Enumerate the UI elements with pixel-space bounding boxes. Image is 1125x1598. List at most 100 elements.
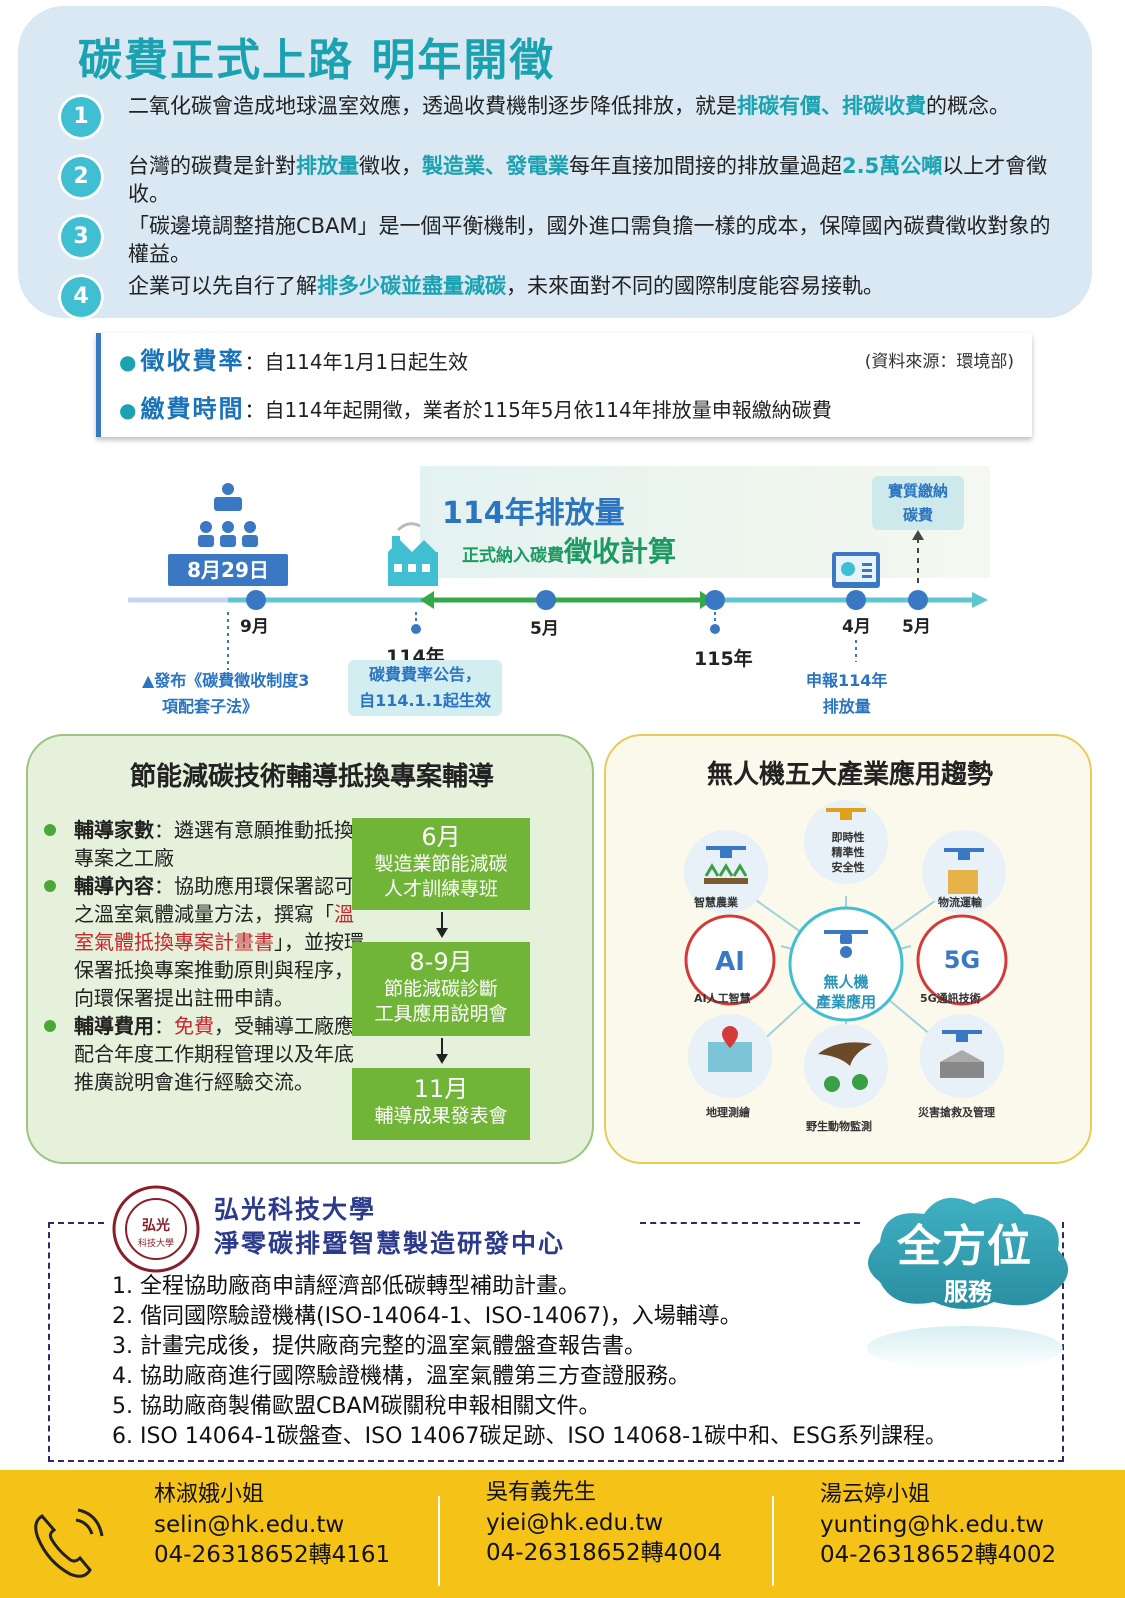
contact-3-phone[interactable]: 04-26318652轉4002 [820,1542,1057,1568]
body-text: ： [154,1014,174,1038]
contact-divider [772,1496,774,1586]
collection-rate-row: ●徵收費率：自114年1月1日起生效 [119,347,469,375]
step-box-2: 8-9月 節能減碳診斷 工具應用說明會 [352,942,530,1036]
ai-circle [684,914,776,1006]
bullet-icon: ● [119,350,137,374]
note-regulation-line1: ▲發布《碳費徵收制度3 [142,671,310,690]
contact-1-email[interactable]: selin@hk.edu.tw [154,1512,345,1538]
date-box: 8月29日 [168,554,288,586]
guidance-item-key: 輔導費用 [74,1014,154,1038]
services-list: 1. 全程協助廠商申請經濟部低碳轉型補助計畫。 2. 偕同國際驗證機構(ISO-1… [112,1272,947,1452]
body-text: 以上才會徵收。 [128,154,1048,206]
timeline-marker-114 [411,624,421,634]
body-text: ：協助應用環保署認可之溫室氣體減量方法，撰寫「 [74,874,354,926]
drone-title: 無人機五大產業應用趨勢 [706,760,993,790]
research-center-name: 淨零碳排暨智慧製造研發中心 [214,1229,566,1258]
fiveg-circle [916,914,1008,1006]
guidance-item-key: 輔導家數 [74,818,154,842]
report-monitor-icon [832,552,880,588]
page-title: 碳費正式上路 明年開徵 [78,35,556,86]
service-item: 2. 偕同國際驗證機構(ISO-14064-1、ISO-14067)，入場輔導。 [112,1304,742,1329]
label-may2: 5月 [902,617,931,637]
hub-label-line1: 無人機 [823,973,869,991]
seal-text: 弘光 [142,1217,170,1234]
contact-footer [0,1470,1125,1598]
label-5g: 5G通訊技術 [920,992,981,1005]
contact-3-name: 湯云婷小姐 [820,1482,931,1507]
step-1-month: 6月 [421,823,461,851]
bullet-dot-icon [44,824,56,836]
timeline-node-115 [705,590,725,610]
timeline-band-title: 114年排放量 [442,496,625,531]
attributes-circle [804,800,888,884]
contact-1-name: 林淑娥小姐 [154,1482,265,1507]
body-text: ：遴選有意願推動抵換專案之工廠 [74,818,354,870]
body-text: 」，並按環保署抵換專案推動原則與程序，向環保署提出註冊申請。 [74,930,364,1010]
timeline-arrowhead [972,592,988,608]
guidance-item: 輔導內容：協助應用環保署認可之溫室氣體減量方法，撰寫「溫室氣體抵換專案計畫書」，… [44,872,364,1012]
note-regulation: ▲發布《碳費徵收制度3 項配套子法》 [142,668,309,720]
service-badge-title: 全方位 [897,1221,1032,1272]
contact-2-phone[interactable]: 04-26318652轉4004 [486,1540,723,1566]
contact-2-email[interactable]: yiei@hk.edu.tw [486,1510,664,1536]
body-text: 二氧化碳會造成地球溫室效應，透過收費機制逐步降低排放，就是 [128,94,737,118]
map-pin-icon [708,1026,752,1072]
body-text: 「碳邊境調整措施CBAM」是一個平衡機制，國外進口需負擔一樣的成本，保障國內碳費… [128,214,1051,266]
highlight-text: 排放量 [296,154,359,178]
timeline-node-sep [246,590,266,610]
label-ai: AI人工智慧 [694,992,751,1005]
service-item: 4. 協助廠商進行國際驗證機構，溫室氣體第三方查證服務。 [112,1364,690,1389]
body-text: ，未來面對不同的國際制度能容易接軌。 [506,274,884,298]
connector-payment-arrowhead [912,530,924,540]
info-source: (資料來源：環境部) [864,352,1014,372]
bullet-icon: ● [119,398,137,422]
note-report: 申報114年 排放量 [806,668,887,720]
service-item: 1. 全程協助廠商申請經濟部低碳轉型補助計畫。 [112,1274,580,1299]
body-text: 企業可以先自行了解 [128,274,317,298]
service-cloud-badge [867,1197,1069,1370]
contact-divider [438,1496,440,1586]
service-item: 6. ISO 14064-1碳盤查、ISO 14067碳足跡、ISO 14068… [112,1424,948,1449]
step-arrow-2 [436,1038,448,1064]
actual-payment-box: 實質繳納 碳費 [872,476,964,530]
emission-period-arrowhead-left [420,591,434,609]
note-rate-announcement: 碳費費率公告， 自114.1.1起生效 [348,660,502,716]
actual-payment-line1: 實質繳納 [887,482,948,500]
agri-circle [684,830,768,914]
step-3-month: 11月 [413,1075,469,1103]
intro-panel: 碳費正式上路 明年開徵 1 二氧化碳會造成地球溫室效應，透過收費機制逐步降低排放，… [18,6,1092,320]
payment-time-label: 繳費時間 [140,395,245,423]
timeline-band-subtitle-small: 正式納入碳費 [462,546,564,566]
number-badge: 1 [58,94,104,140]
service-item: 3. 計畫完成後，提供廠商完整的溫室氣體盤查報告書。 [112,1334,646,1359]
contact-3-email[interactable]: yunting@hk.edu.tw [820,1512,1045,1538]
guidance-title: 節能減碳技術輔導抵換專案輔導 [129,762,494,792]
attribute-safety: 安全性 [831,861,865,874]
note-report-line1: 申報114年 [806,671,888,690]
seal-subtext: 科技大學 [138,1237,174,1249]
wildlife-circle [804,1024,888,1108]
drone-attributes: 即時性 精準性 安全性 [828,830,868,875]
actual-payment-line2: 碳費 [902,506,933,524]
hub-label: 無人機 產業應用 [810,972,882,1012]
step-2-line2: 工具應用說明會 [374,1003,508,1025]
services-frame [48,1222,1064,1462]
bullet-dot-icon [44,1020,56,1032]
body-text: 台灣的碳費是針對 [128,154,296,178]
meeting-icon [198,483,258,547]
label-logistics: 物流運輸 [938,896,982,909]
note-report-line2: 排放量 [822,697,871,716]
label-smart-agriculture: 智慧農業 [694,896,738,909]
eagle-icon [818,1042,872,1092]
timeline-band-subtitle-big: 徵收計算 [564,535,677,568]
contact-1-phone[interactable]: 04-26318652轉4161 [154,1542,391,1568]
contact-3: 湯云婷小姐 yunting@hk.edu.tw 04-26318652轉4002 [820,1480,1056,1570]
attributes-drone-icon [826,808,866,820]
number-badge: 2 [58,154,104,200]
label-115: 115年 [694,648,753,670]
step-box-3: 11月 輔導成果發表會 [352,1068,530,1140]
highlight-text: 排多少碳並盡量減碳 [317,274,506,298]
services-frame-top-right [640,1222,860,1224]
